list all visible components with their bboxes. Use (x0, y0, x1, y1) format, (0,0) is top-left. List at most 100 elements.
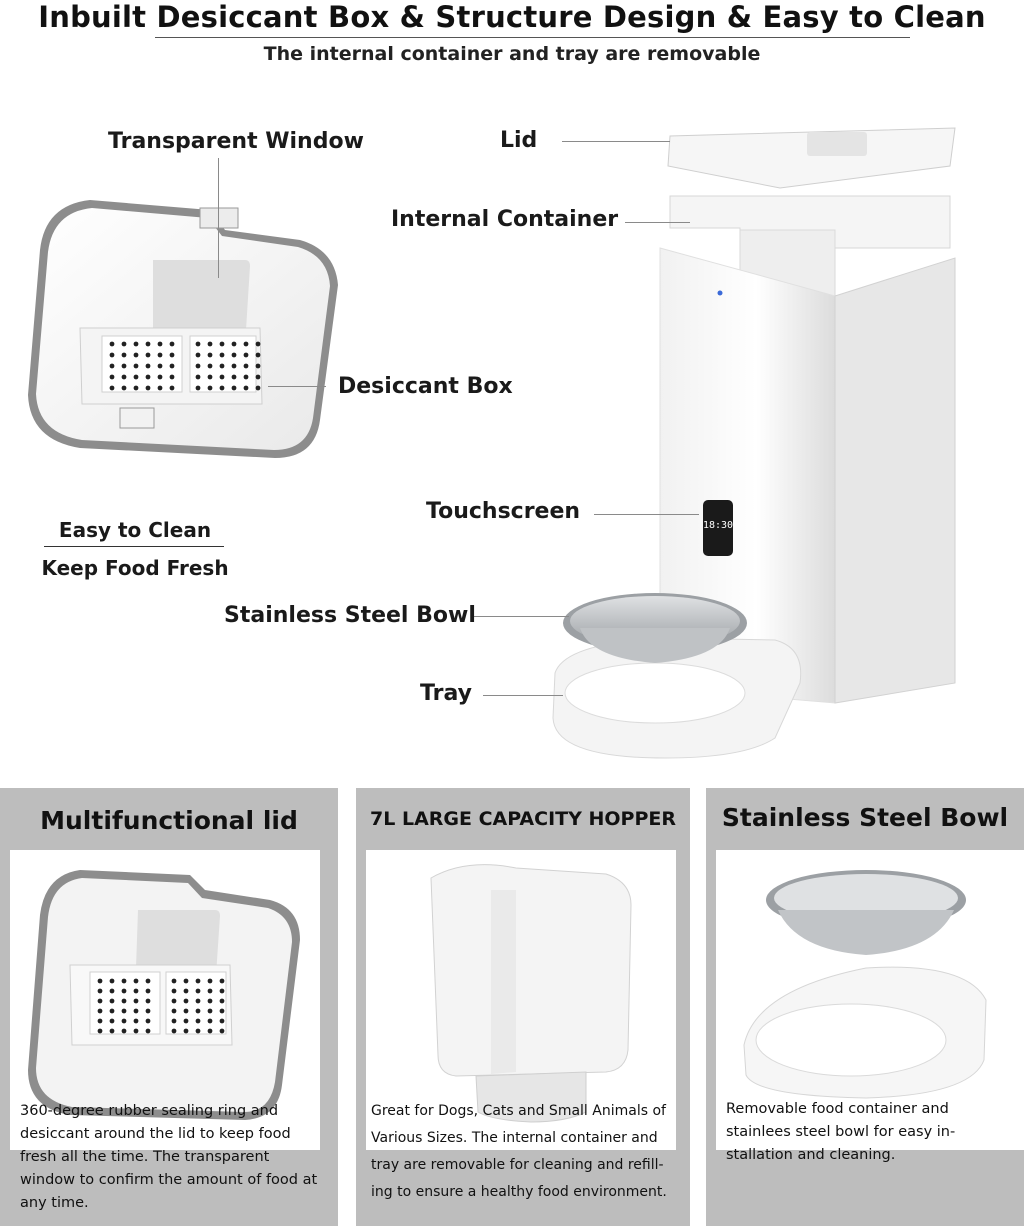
desiccant-hole (109, 374, 115, 380)
desiccant-hole (219, 1008, 225, 1014)
desiccant-hole (133, 1008, 139, 1014)
desiccant-hole (145, 1008, 151, 1014)
desiccant-hole (121, 385, 127, 391)
desiccant-hole (121, 374, 127, 380)
internal-container-label: Internal Container (391, 207, 619, 232)
desiccant-hole (255, 385, 261, 391)
desiccant-hole (97, 1028, 103, 1034)
desiccant-hole (183, 988, 189, 994)
desiccant-hole (121, 988, 127, 994)
desiccant-hole (133, 988, 139, 994)
desiccant-hole (109, 1008, 115, 1014)
desiccant-hole (121, 1018, 127, 1024)
desiccant-hole (255, 374, 261, 380)
desiccant-hole (183, 998, 189, 1004)
desiccant-hole (243, 385, 249, 391)
desiccant-hole (145, 352, 151, 358)
desiccant-hole (171, 998, 177, 1004)
desiccant-hole (97, 1008, 103, 1014)
desiccant-hole (121, 352, 127, 358)
desiccant-hole (255, 363, 261, 369)
desiccant-hole (195, 363, 201, 369)
desiccant-hole (133, 341, 139, 347)
desiccant-hole (219, 998, 225, 1004)
desiccant-hole (207, 1018, 213, 1024)
desiccant-hole (97, 1018, 103, 1024)
stainless-bowl-label: Stainless Steel Bowl (224, 603, 476, 628)
desiccant-hole (97, 988, 103, 994)
desiccant-hole (145, 1018, 151, 1024)
desiccant-hole (207, 978, 213, 984)
desiccant-hole (207, 352, 213, 358)
desiccant-hole (231, 385, 237, 391)
desiccant-hole (195, 341, 201, 347)
desiccant-hole (207, 998, 213, 1004)
panel-multifunctional-lid: Multifunctional lid 360-degree rubber se… (0, 788, 338, 1226)
desiccant-box-leader (268, 386, 326, 387)
desiccant-hole (109, 998, 115, 1004)
page-title: Inbuilt Desiccant Box & Structure Design… (38, 0, 986, 34)
lid-desiccant-image (28, 870, 300, 1120)
desiccant-hole (145, 1028, 151, 1034)
touchscreen-leader (594, 514, 699, 515)
stainless-bowl-leader (474, 616, 569, 617)
desiccant-hole (207, 385, 213, 391)
bowl-tray-image (743, 870, 987, 1099)
desiccant-hole (171, 1008, 177, 1014)
desiccant-hole (219, 385, 225, 391)
desiccant-hole (121, 998, 127, 1004)
desiccant-hole (133, 1018, 139, 1024)
panel-title: Stainless Steel Bowl (721, 803, 1009, 832)
panel-hopper: 7L LARGE CAPACITY HOPPER Great for Dogs,… (356, 788, 690, 1226)
desiccant-hole (121, 363, 127, 369)
desiccant-hole (219, 988, 225, 994)
desiccant-hole (121, 1008, 127, 1014)
panel-description: Removable food container and stainlees s… (726, 1101, 956, 1163)
desiccant-hole (219, 352, 225, 358)
panel-description: 360-degree rubber sealing ring and desic… (20, 1103, 318, 1211)
desiccant-hole (219, 978, 225, 984)
pet-feeder-illustration: 18:30 (552, 127, 956, 759)
desiccant-hole (255, 352, 261, 358)
desiccant-hole (145, 385, 151, 391)
desiccant-hole (195, 1018, 201, 1024)
panel-title: Multifunctional lid (40, 806, 298, 835)
desiccant-box-label: Desiccant Box (338, 374, 513, 399)
desiccant-hole (231, 341, 237, 347)
panel-stainless-bowl: Stainless Steel Bowl Removable food cont… (706, 788, 1024, 1226)
transparent-window-leader (218, 158, 219, 278)
desiccant-hole (145, 374, 151, 380)
desiccant-hole (219, 1028, 225, 1034)
touchscreen-time: 18:30 (703, 520, 733, 531)
desiccant-hole (169, 363, 175, 369)
internal-container-leader (625, 222, 690, 223)
desiccant-hole (207, 374, 213, 380)
desiccant-hole (157, 341, 163, 347)
desiccant-hole (133, 998, 139, 1004)
desiccant-hole (219, 1018, 225, 1024)
desiccant-hole (195, 988, 201, 994)
desiccant-hole (109, 341, 115, 347)
desiccant-hole (133, 385, 139, 391)
desiccant-hole (145, 363, 151, 369)
desiccant-hole (133, 352, 139, 358)
desiccant-hole (183, 1028, 189, 1034)
desiccant-hole (195, 385, 201, 391)
desiccant-hole (195, 374, 201, 380)
hopper-image (430, 864, 632, 1123)
desiccant-hole (207, 1028, 213, 1034)
desiccant-hole (169, 341, 175, 347)
desiccant-hole (157, 374, 163, 380)
desiccant-hole (109, 988, 115, 994)
desiccant-hole (255, 341, 261, 347)
touchscreen-label: Touchscreen (426, 499, 581, 524)
desiccant-hole (133, 1028, 139, 1034)
tray-leader (483, 695, 563, 696)
desiccant-hole (145, 978, 151, 984)
desiccant-hole (157, 363, 163, 369)
desiccant-hole (109, 363, 115, 369)
desiccant-hole (183, 1008, 189, 1014)
panel-image (10, 850, 320, 1150)
desiccant-hole (195, 978, 201, 984)
desiccant-hole (207, 363, 213, 369)
